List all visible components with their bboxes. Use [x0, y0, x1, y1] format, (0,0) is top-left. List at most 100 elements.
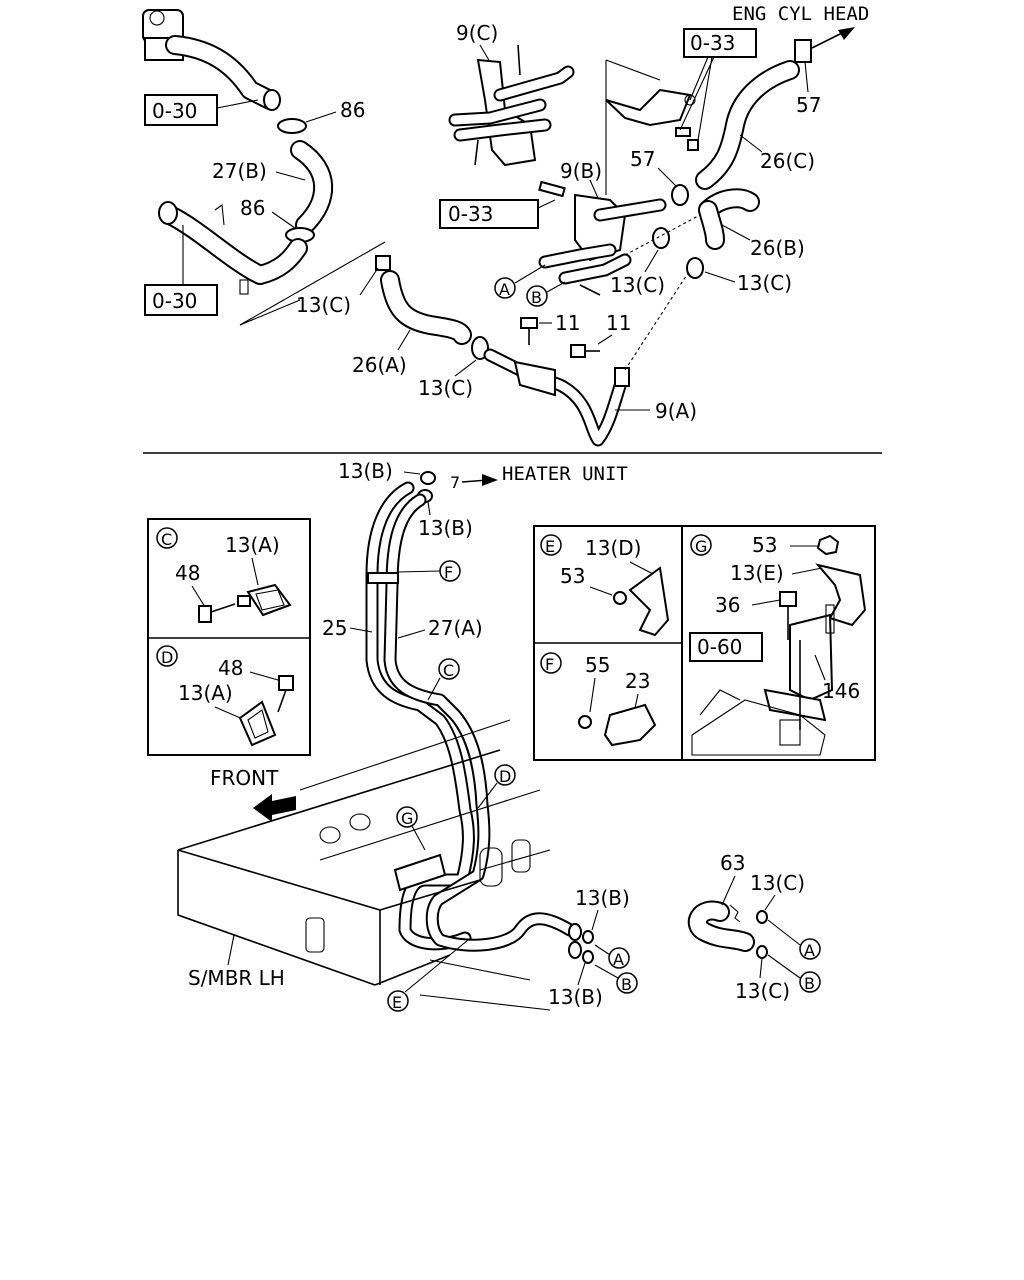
part-27b-label: 27(B) [212, 159, 267, 183]
detail-g-146-label: 146 [822, 679, 860, 703]
detail-g-53-label: 53 [752, 533, 777, 557]
mount-base-g [691, 689, 826, 756]
detail-e-marker-label: E [545, 537, 555, 556]
bracket-upper [605, 88, 699, 151]
detail-f-23-label: 23 [625, 669, 650, 693]
clamp-13c-63-top [756, 910, 768, 924]
marker-f-label: F [444, 563, 453, 582]
smbr-lh-label: S/MBR LH [188, 966, 285, 990]
pipe-9c-assembly [448, 44, 575, 167]
detail-d-marker [156, 645, 178, 667]
marker-b-bottom-label: B [621, 975, 632, 994]
detail-g-13e-label: 13(E) [730, 561, 784, 585]
marker-b-top-label: B [531, 288, 542, 307]
part-13c-left-label: 13(C) [296, 293, 351, 317]
marker-b-top [526, 285, 548, 307]
clip-13a-d [238, 700, 277, 747]
detail-box-c-d [147, 518, 311, 756]
detail-e-53-label: 53 [560, 564, 585, 588]
part-13c-9b-label: 13(C) [610, 273, 665, 297]
part-63-label: 63 [720, 851, 745, 875]
hose-26c [695, 60, 800, 190]
bolt-11a [520, 317, 538, 345]
part-13c-right-label: 13(C) [737, 271, 792, 295]
part-26a-label: 26(A) [352, 353, 407, 377]
clamp-13c-right [686, 257, 704, 279]
side-member-frame [177, 719, 551, 1011]
marker-a-top [494, 277, 516, 299]
nut-53-g [816, 534, 840, 556]
clip-f [367, 572, 399, 584]
part-13b-end-bottom-label: 13(B) [548, 985, 603, 1009]
ref-033-lower-label: 0-33 [448, 202, 493, 226]
clip-23 [578, 703, 657, 747]
clamp-86-upper [277, 118, 307, 134]
bolt-48-d [277, 675, 294, 713]
detail-c-marker [156, 527, 178, 549]
detail-f-55-label: 55 [585, 653, 610, 677]
marker-a-top-label: A [499, 280, 510, 299]
ref-box-030-upper [144, 94, 218, 126]
part-13c-63-top-label: 13(C) [750, 871, 805, 895]
front-arrow-icon [253, 794, 296, 822]
clamp-57-lower [671, 184, 689, 206]
marker-d-label: D [499, 767, 511, 786]
marker-d [494, 764, 516, 786]
ref-033-upper-label: 0-33 [690, 31, 735, 55]
ref-060-label: 0-60 [697, 635, 742, 659]
ref-box-033-lower [439, 199, 539, 229]
marker-b-63-label: B [804, 974, 815, 993]
clamp-13b-end-2 [582, 950, 594, 964]
marker-c [438, 658, 460, 680]
ref-box-030-lower [144, 284, 218, 316]
detail-e-marker [540, 534, 562, 556]
part-27a-label: 27(A) [428, 616, 483, 640]
clip-13d [613, 566, 670, 637]
ref-box-060 [689, 632, 763, 662]
clamp-13c-63-bottom [756, 945, 768, 959]
marker-c-label: C [443, 661, 454, 680]
part-9c-label: 9(C) [456, 21, 498, 45]
bracket-146 [763, 604, 835, 730]
detail-g-marker-label: G [695, 537, 707, 556]
hose-27b [290, 140, 334, 235]
detail-f-marker-label: F [545, 655, 554, 674]
detail-d-marker-label: D [161, 648, 173, 667]
part-13b-top-label: 13(B) [338, 459, 393, 483]
part-11b-label: 11 [606, 311, 631, 335]
front-label: FRONT [210, 766, 279, 790]
marker-a-bottom [608, 947, 630, 969]
marker-g-label: G [401, 809, 413, 828]
detail-f-marker [540, 652, 562, 674]
part-57-upper-label: 57 [796, 93, 821, 117]
marker-g [396, 806, 418, 828]
hose-27a [383, 493, 577, 952]
heater-unit-label: HEATER UNIT [502, 463, 628, 485]
bolt-36 [779, 591, 797, 640]
clamp-13c-9b [652, 227, 670, 249]
part-9b-label: 9(B) [560, 159, 602, 183]
detail-d-48-label: 48 [218, 656, 243, 680]
marker-b-63 [799, 971, 821, 993]
pipe-9b-assembly [538, 193, 667, 296]
detail-g-marker [690, 534, 712, 556]
marker-a-bottom-label: A [613, 950, 624, 969]
ref-030-upper-label: 0-30 [152, 99, 197, 123]
part-11a-label: 11 [555, 311, 580, 335]
clamp-57-upper [794, 39, 812, 63]
ref-030-lower-label: 0-30 [152, 289, 197, 313]
clamp-13b-top-1 [420, 471, 436, 485]
hose-26a [380, 270, 472, 345]
detail-c-marker-label: C [161, 530, 172, 549]
outlet-pipe-upper [142, 9, 281, 111]
bolt-11b [570, 344, 600, 358]
part-57-lower-label: 57 [630, 147, 655, 171]
clamp-13b-end-1 [582, 930, 594, 944]
part-86-lower-label: 86 [240, 196, 265, 220]
detail-g-36-label: 36 [715, 593, 740, 617]
detail-d-13a-label: 13(A) [178, 681, 233, 705]
num-7-label: 7 [450, 473, 460, 492]
part-86-upper-label: 86 [340, 98, 365, 122]
part-13b-end-top-label: 13(B) [575, 886, 630, 910]
